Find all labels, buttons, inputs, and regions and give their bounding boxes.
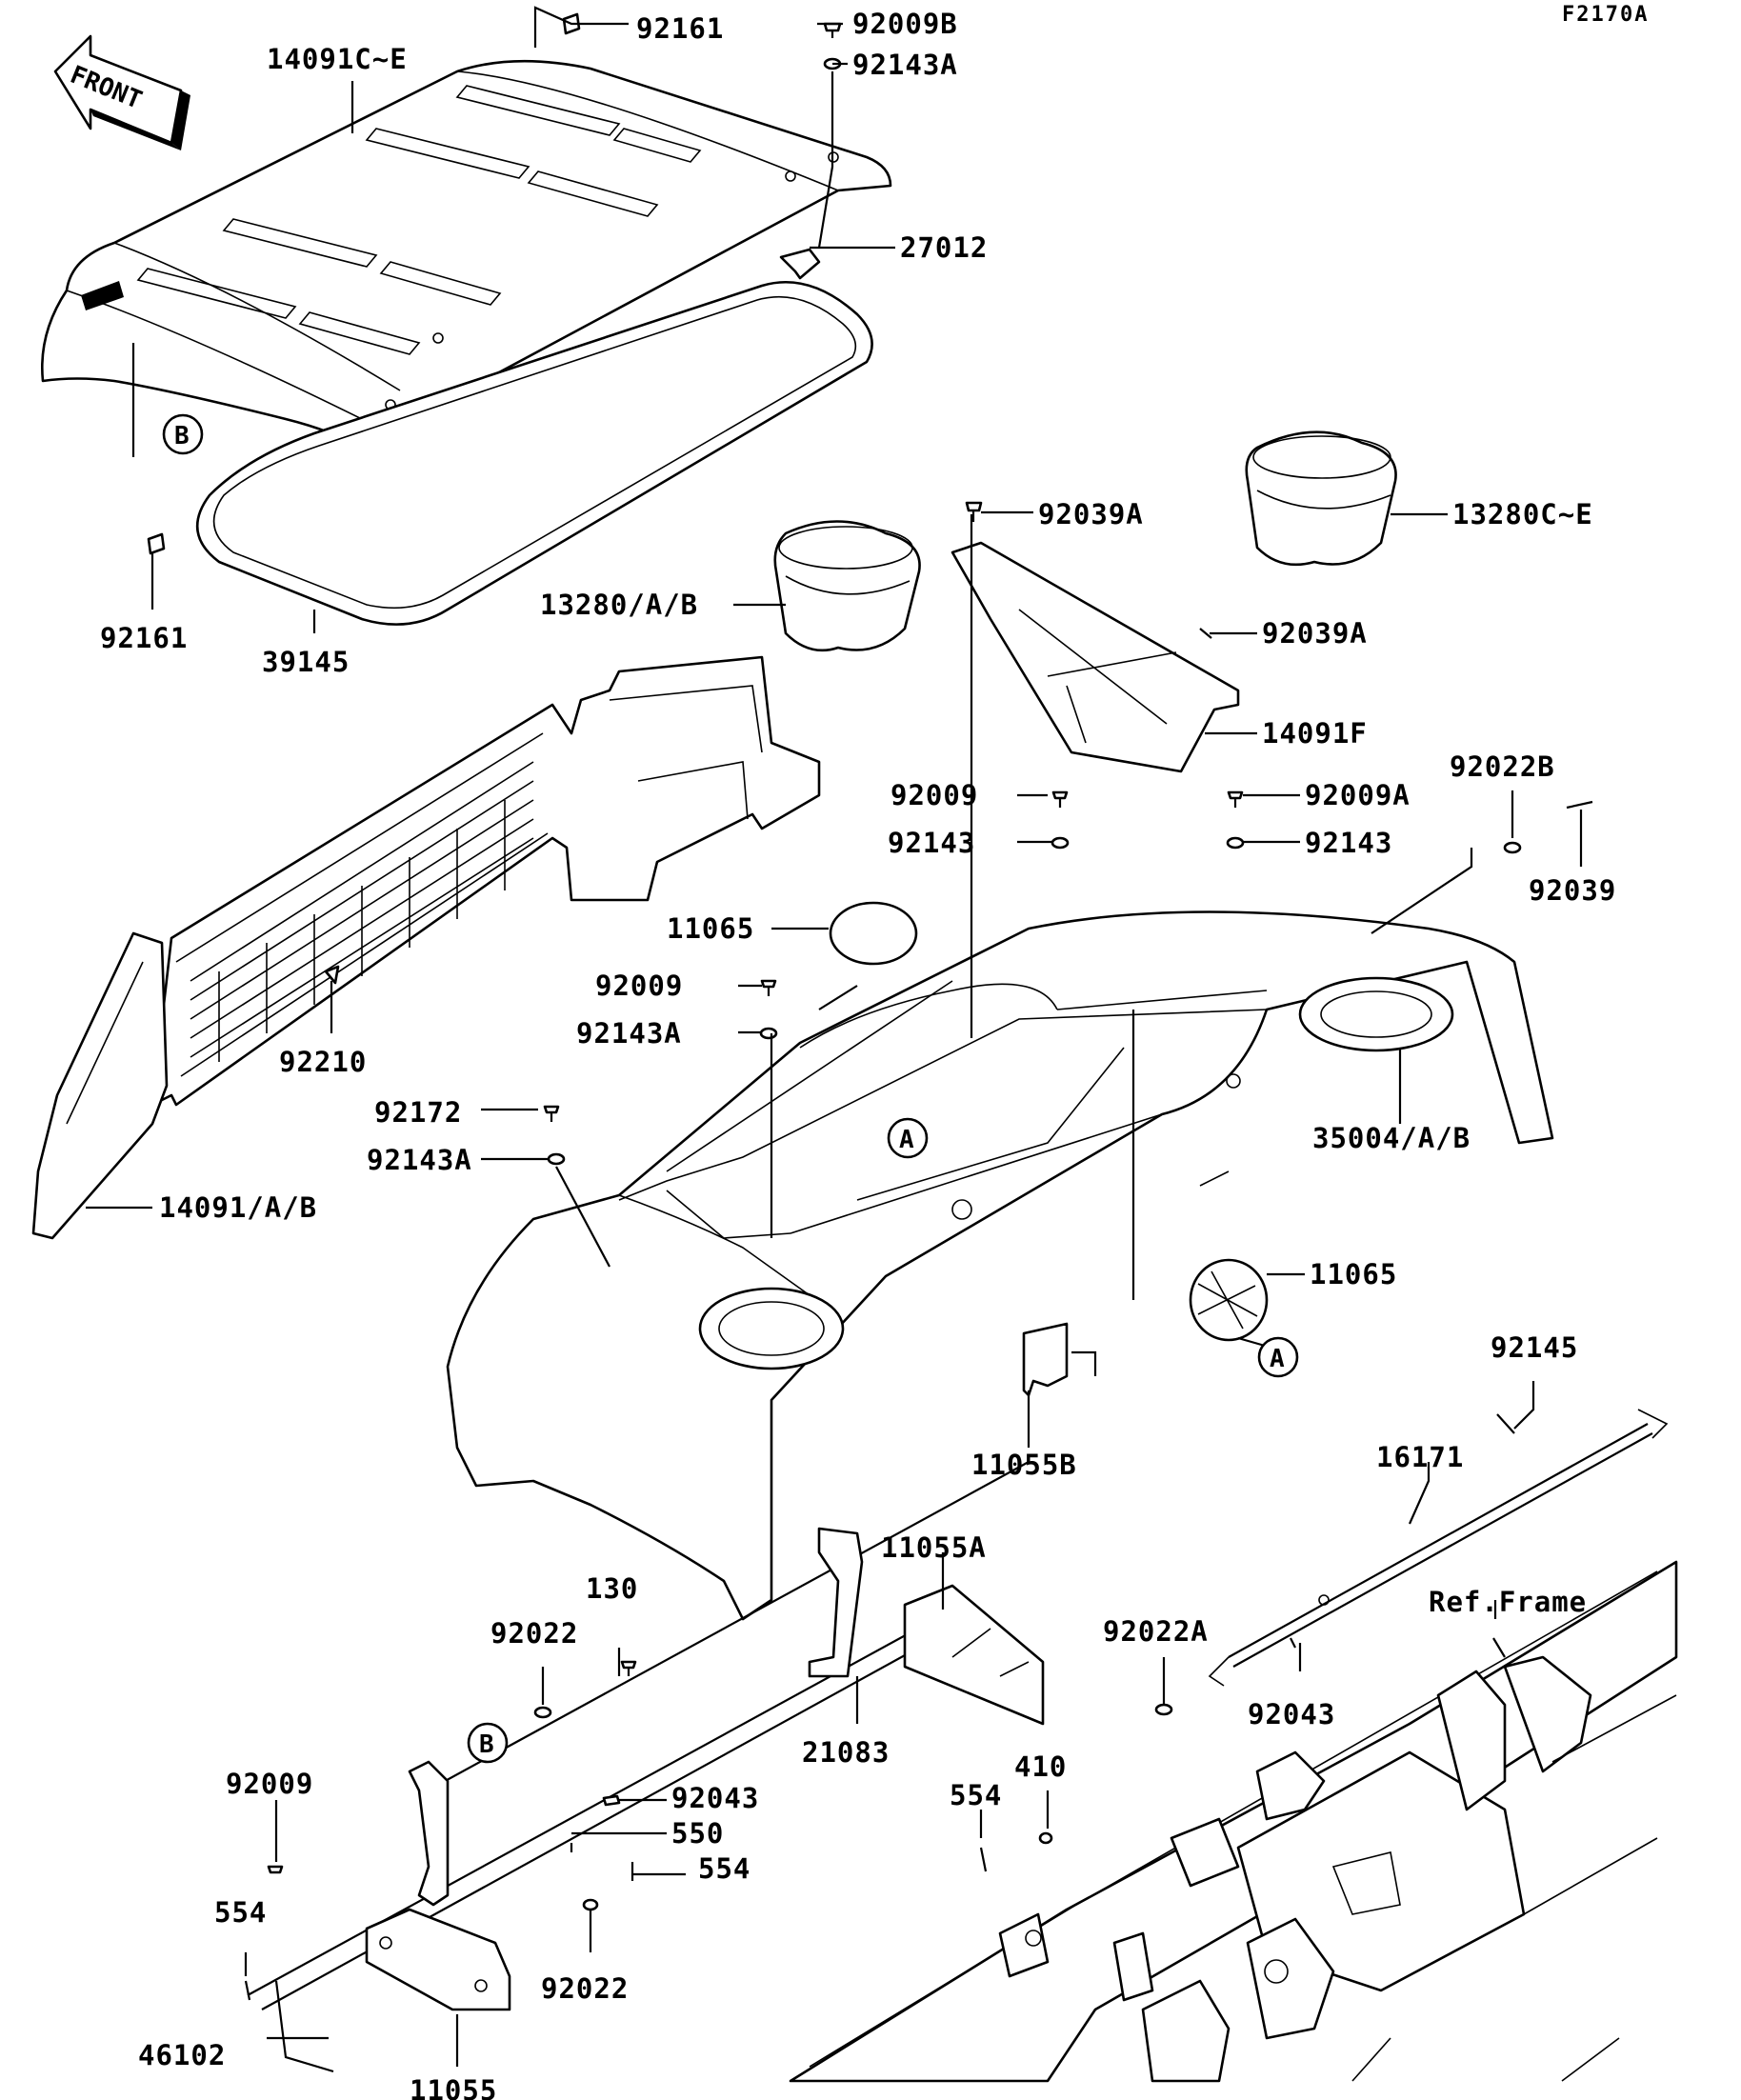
svg-text:A: A [1270,1345,1285,1373]
label-21083: 21083 [802,1736,890,1769]
label-92143a-b: 92143A [576,1017,682,1050]
label-92022b: 92022B [1450,750,1555,783]
diagram-code: F2170A [1562,3,1649,27]
bracket-14091f [951,541,1240,773]
label-14091-a-b: 14091/A/B [159,1191,317,1224]
label-ref-frame: Ref.Frame [1429,1586,1587,1618]
label-92022a: 92022A [1103,1615,1209,1648]
label-92143-right: 92143 [1305,827,1392,859]
bracket-11055b [1022,1322,1069,1397]
svg-text:B: B [479,1730,494,1759]
label-14091f: 14091F [1262,717,1368,750]
label-13280-a-b: 13280/A/B [540,589,698,621]
label-11055b: 11055B [971,1449,1077,1481]
label-92145: 92145 [1491,1331,1578,1364]
label-92009-low: 92009 [226,1768,313,1800]
label-92143-mid: 92143 [888,827,975,859]
label-92143a-top: 92143A [852,49,958,81]
label-554-a: 554 [950,1779,1002,1811]
svg-text:B: B [174,422,190,450]
label-92161-top: 92161 [636,12,724,45]
cup-holder-right [1245,430,1397,567]
label-11055a: 11055A [881,1531,987,1564]
label-11055: 11055 [410,2074,497,2100]
label-92210: 92210 [279,1046,367,1078]
label-92143a-c: 92143A [367,1144,472,1176]
hardware-fasteners [147,12,1593,2001]
label-27012: 27012 [900,231,988,264]
label-46102: 46102 [138,2039,226,2071]
label-92022-b: 92022 [541,1972,629,2005]
label-92039a-2: 92039A [1262,617,1368,650]
rod-16171 [1208,1409,1669,1687]
label-13280c-e: 13280C~E [1452,498,1593,530]
label-410: 410 [1014,1750,1067,1783]
front-arrow-icon: FRONT [53,34,190,150]
label-92039a-1: 92039A [1038,498,1144,530]
label-92009-b: 92009 [595,970,683,1002]
label-92009a: 92009A [1305,779,1411,811]
front-grille [31,655,821,1240]
lid-11065-bottom [1189,1258,1269,1342]
label-16171: 16171 [1376,1441,1464,1473]
leader-lines [86,6,1583,2067]
label-39145: 39145 [262,646,350,678]
cup-holder-left [773,520,921,652]
callout-a-lower: A [1257,1336,1299,1378]
lower-bracket-assembly [247,1461,1045,2073]
part-labels: 92161 92009B 92143A 14091C~E 27012 92161… [100,8,1616,2100]
label-11065-top: 11065 [667,912,754,945]
svg-text:A: A [899,1126,914,1154]
label-35004-a-b: 35004/A/B [1312,1122,1471,1154]
label-92022-a: 92022 [490,1617,578,1650]
label-550: 550 [671,1817,724,1850]
callout-b-upper: B [162,413,204,455]
label-554-c: 554 [214,1896,267,1929]
callout-a-upper: A [887,1117,929,1159]
label-92009-mid: 92009 [891,779,978,811]
label-92009b: 92009B [852,8,958,40]
lid-11065-top [829,901,918,966]
rear-deck [446,910,1554,1621]
label-130: 130 [586,1572,638,1605]
label-11065-bottom: 11065 [1310,1258,1397,1290]
label-92043-low: 92043 [671,1782,759,1814]
label-92172: 92172 [374,1096,462,1129]
label-92161-left: 92161 [100,622,188,654]
callout-b-lower: B [467,1722,509,1764]
roof-seal [195,280,873,626]
reference-frame [789,1560,1678,2083]
label-92043-right: 92043 [1248,1698,1335,1730]
label-554-b: 554 [698,1852,750,1885]
label-92039: 92039 [1529,874,1616,907]
label-14091c-e: 14091C~E [267,43,408,75]
